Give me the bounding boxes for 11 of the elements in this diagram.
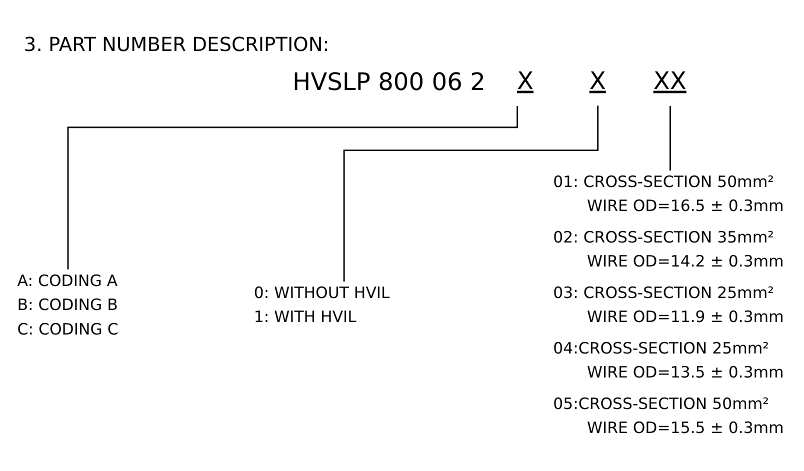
node-text: 01: CROSS-SECTION 50mm² WIRE OD=16.5 ± 0.3mm 02: CROSS-SECTION 35mm² WIRE OD=14.2 ± 0.3mm 03: CROSS-SECTION 25mm² WIRE OD=11.9 ± 0.3mm 04:CROSS-SECTION 25mm² WIRE OD=13.5 ± 0.3mm 05:CROSS-SECTION 50mm² WIRE OD=15.5 ± 0.3mm — [553, 172, 784, 437]
node-text: X — [589, 66, 606, 94]
node-text: 0: WITHOUT HVIL 1: WITH HVIL — [254, 282, 390, 326]
label: HVSLP 800 06 2 — [292, 67, 486, 96]
connector — [670, 106, 671, 170]
diagram-title: 3. PART NUMBER DESCRIPTION: — [24, 32, 330, 56]
node-text: A: CODING A B: CODING B C: CODING C — [17, 270, 118, 338]
connector — [343, 105, 599, 282]
node-text: X — [516, 66, 534, 94]
connector — [67, 106, 518, 269]
node-text: XX — [653, 66, 686, 94]
